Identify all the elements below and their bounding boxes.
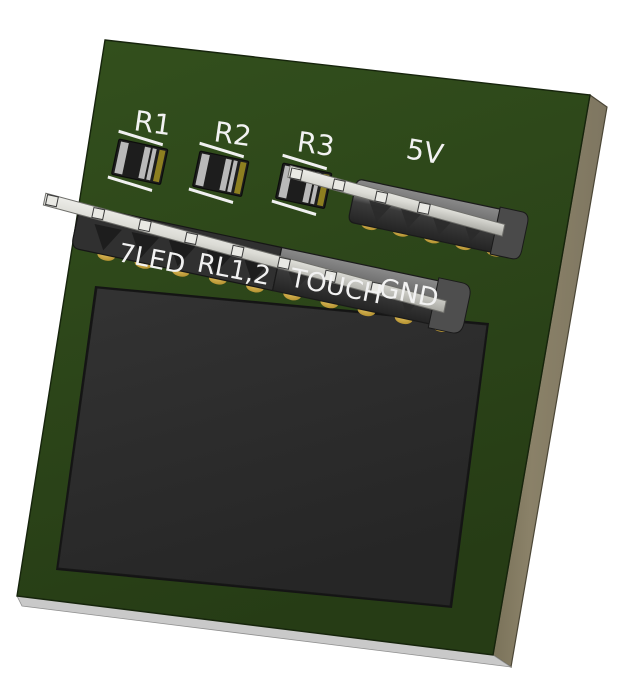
housing-notch	[131, 231, 160, 259]
resistor-r2-band-1	[195, 153, 210, 187]
resistor-r2-band-2	[219, 158, 232, 192]
header-end-block	[427, 277, 471, 334]
pin-tip	[331, 178, 346, 192]
label-r1: R1	[132, 104, 174, 142]
housing-notch	[94, 224, 122, 251]
pin-tip	[91, 206, 106, 221]
resistor-r1-silk-bottom	[107, 175, 153, 192]
display-face	[57, 287, 488, 607]
resistor-r2-band-3	[227, 160, 238, 193]
resistor-r2[interactable]	[188, 141, 251, 206]
pin-tip	[374, 190, 389, 204]
housing-notch	[168, 239, 197, 267]
pin-tip	[323, 269, 338, 283]
resistor-r2-silk-top	[199, 141, 245, 159]
pin-tip	[369, 281, 384, 295]
resistor-r1-band-1	[114, 141, 129, 175]
label-5v: 5V	[404, 132, 446, 171]
pin-tip	[137, 218, 152, 233]
resistor-r1-band-2	[138, 146, 151, 180]
label-r3: R3	[295, 125, 337, 163]
pin-tip	[416, 201, 431, 215]
pin-tip	[184, 231, 199, 246]
resistor-r3-silk-bottom	[271, 199, 317, 216]
pin-tip	[276, 256, 292, 270]
resistor-r2-silk-bottom	[188, 187, 234, 204]
resistor-r1[interactable]	[107, 129, 170, 194]
resistor-r3-silk-top	[282, 153, 328, 171]
header-row-bottom[interactable]	[35, 192, 473, 336]
display-group[interactable]	[56, 286, 489, 608]
pin-tip	[230, 244, 245, 258]
header-row-top[interactable]	[281, 163, 530, 262]
pin-tip	[44, 194, 59, 208]
pin-tip	[289, 167, 304, 181]
resistor-r1-silk-top	[118, 129, 164, 147]
resistor-r1-end-cap	[153, 149, 166, 183]
resistor-r2-end-cap	[234, 161, 247, 195]
resistor-r1-band-3	[146, 148, 157, 181]
header-end-block	[489, 206, 529, 260]
label-r2: R2	[212, 115, 254, 153]
housing-notch	[368, 199, 393, 222]
